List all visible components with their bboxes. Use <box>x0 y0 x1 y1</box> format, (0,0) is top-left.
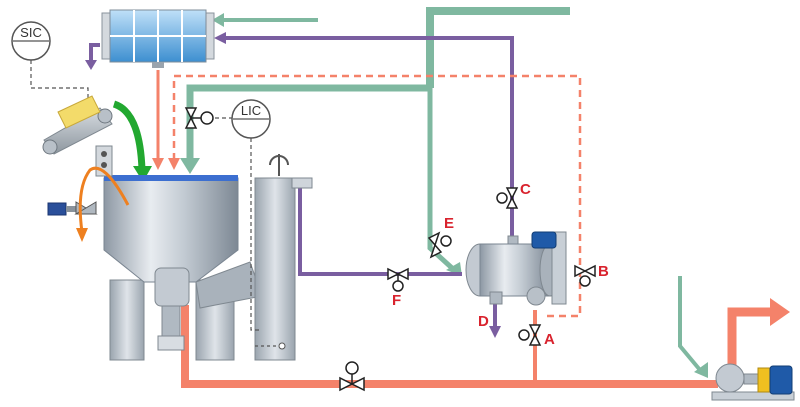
product-line-valve[interactable] <box>339 361 365 392</box>
product-dashed-arrowhead <box>168 158 180 170</box>
pump-discharge-line <box>727 307 772 366</box>
product-lines <box>152 70 790 388</box>
cooler-inlet-arrowhead <box>212 13 224 27</box>
conveyor-belt-icon <box>42 95 113 155</box>
solvent-branch-to-mixer <box>186 84 430 160</box>
sic-signal-line <box>30 60 89 108</box>
valve-b-label: B <box>598 263 609 280</box>
mixer-motor-icon <box>47 201 98 216</box>
valve-e[interactable]: E <box>427 215 454 259</box>
valve-d-label: D <box>478 313 489 330</box>
solvent-control-valve[interactable] <box>184 107 214 129</box>
solvent-branch-to-dissolver <box>427 88 454 270</box>
pump-supply-arrowhead <box>694 362 708 378</box>
solvent-mixer-arrowhead <box>180 158 200 174</box>
sic-label: SIC <box>20 25 42 40</box>
valve-f-label: F <box>392 292 401 309</box>
cooler-return-arrowhead <box>214 32 226 44</box>
valve-a[interactable]: A <box>518 324 555 348</box>
recirculation-arrow <box>78 166 130 233</box>
valve-f[interactable]: F <box>387 267 409 309</box>
sic-instrument: SIC <box>11 21 89 108</box>
solvent-lines <box>180 7 708 378</box>
pump-supply-line <box>678 276 702 372</box>
product-main-line <box>181 305 718 388</box>
centrifugal-pump-icon <box>711 363 795 401</box>
valve-a-label: A <box>544 331 555 348</box>
vertical-mixer-icon <box>95 145 263 361</box>
valve-c[interactable]: C <box>496 181 531 209</box>
heat-exchanger-icon <box>101 9 215 68</box>
level-column-icon <box>254 154 313 361</box>
lic-signal-line <box>215 117 262 331</box>
valve-b[interactable]: B <box>574 263 609 287</box>
lic-label: LIC <box>241 103 261 118</box>
inline-dissolver-icon <box>465 231 567 306</box>
cooler-drain-arrowhead <box>85 60 97 70</box>
cooler-return-line <box>224 36 514 244</box>
dissolver-drain-arrowhead <box>489 326 501 338</box>
valve-c-label: C <box>520 181 531 198</box>
valve-e-label: E <box>444 215 454 232</box>
cooler-drain-line <box>89 43 100 60</box>
lic-instrument: LIC <box>215 99 271 331</box>
solid-feed-arrow <box>112 100 146 171</box>
solid-material-block <box>57 95 101 129</box>
column-to-dissolver-line <box>298 185 462 276</box>
solvent-header-line <box>426 7 570 88</box>
pump-discharge-arrowhead <box>770 298 790 326</box>
cooler-to-mixer-arrowhead <box>152 158 164 170</box>
